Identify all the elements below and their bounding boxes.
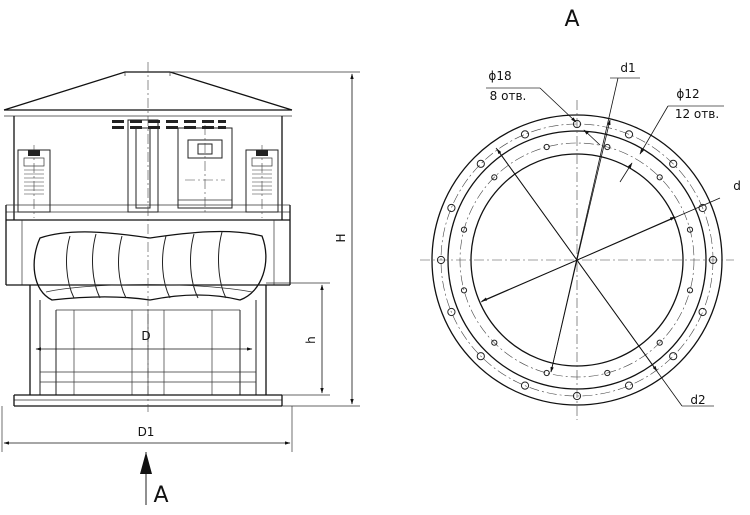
hole-large-diameter: ϕ18 (488, 69, 511, 83)
small-bolt-hole (604, 369, 611, 377)
small-bolt-hole (543, 143, 550, 151)
hole-small-diameter: ϕ12 (676, 87, 699, 101)
small-bolt-hole (686, 226, 694, 233)
spring-mount-right (245, 145, 279, 218)
dim-h-label: h (304, 336, 318, 344)
large-bolt-hole (520, 130, 530, 139)
small-bolt-holes (460, 143, 694, 377)
dim-D-label: D (141, 329, 150, 343)
small-bolt-hole (656, 174, 663, 181)
small-bolt-hole (543, 369, 550, 377)
motor-housing (5, 116, 291, 286)
large-bolt-holes (436, 119, 718, 401)
small-bolt-hole (460, 287, 468, 294)
dimension-d1: d1 (550, 61, 640, 373)
callout-large-holes: ϕ18 8 отв. (486, 69, 601, 146)
dim-d1-label: d1 (620, 61, 635, 75)
large-bolt-hole (698, 203, 707, 213)
plan-view: А d d1 d2 (420, 7, 741, 420)
dimension-D: D (35, 329, 253, 351)
motor-block (112, 119, 233, 215)
dim-H-label: H (334, 233, 348, 242)
small-bolt-hole (460, 226, 468, 233)
dim-d-label: d (733, 179, 741, 193)
large-bolt-hole (669, 352, 678, 361)
dimension-h: h (266, 282, 330, 396)
dimension-d2: d2 (495, 147, 714, 407)
dim-d2-label: d2 (690, 393, 705, 407)
vent-slots (112, 120, 226, 129)
large-bolt-hole (447, 307, 456, 317)
impeller (33, 230, 267, 301)
spring-mount-left (17, 145, 51, 218)
large-bolt-hole (669, 159, 678, 168)
large-bolt-hole (447, 203, 456, 213)
hole-large-count: 8 отв. (490, 89, 527, 103)
small-bolt-hole (686, 287, 694, 294)
large-bolt-hole (624, 381, 634, 390)
large-bolt-hole (476, 159, 485, 168)
view-label-top: А (564, 7, 579, 32)
hole-small-count: 12 отв. (675, 107, 719, 121)
callout-small-holes: ϕ12 12 отв. (619, 87, 724, 183)
small-bolt-hole (491, 339, 498, 346)
small-bolt-hole (491, 174, 498, 181)
dimension-D1: D1 (1, 406, 293, 452)
small-bolt-hole (656, 339, 663, 346)
view-direction-arrow: А (140, 452, 169, 508)
large-bolt-hole (476, 352, 485, 361)
view-label-bottom: А (153, 483, 168, 508)
large-bolt-hole (520, 381, 530, 390)
dimension-d: d (480, 179, 741, 303)
small-bolt-hole (604, 143, 611, 151)
large-bolt-hole (624, 130, 634, 139)
side-view: H h D D1 А (1, 62, 360, 508)
dimension-H: H (170, 71, 360, 407)
dim-D1-label: D1 (138, 425, 155, 439)
large-bolt-hole (698, 307, 707, 317)
